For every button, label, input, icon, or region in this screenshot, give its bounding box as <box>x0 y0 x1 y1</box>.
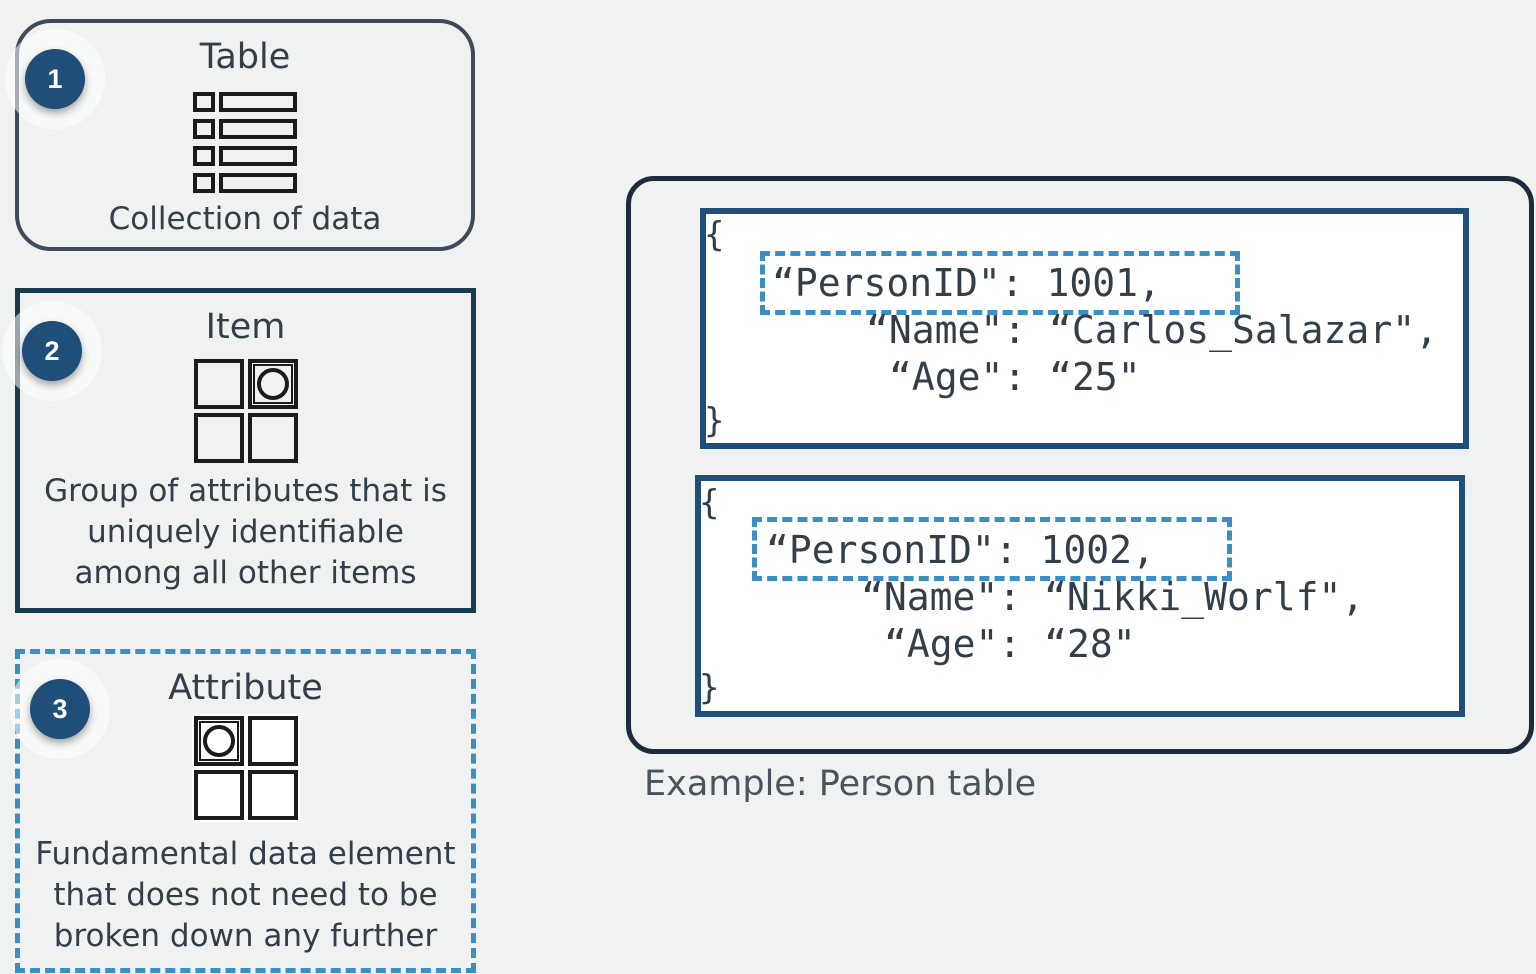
example-caption: Example: Person table <box>644 764 1037 804</box>
item-1-personid-line: “PersonID": 1001, <box>772 261 1161 305</box>
attribute-card-description: Fundamental data element that does not n… <box>35 836 456 954</box>
item-2-personid-line: “PersonID": 1002, <box>766 528 1155 572</box>
item-1-primary-key-highlight <box>760 251 1240 315</box>
item-1-age-line: “Age": “25" <box>889 355 1141 399</box>
table-card-title: Table <box>199 37 291 77</box>
person-table-frame <box>626 176 1534 754</box>
attribute-card-title: Attribute <box>168 668 323 708</box>
item-2-name-line: “Name": “Nikki_Worlf", <box>861 575 1365 619</box>
item-2-age-line: “Age": “28" <box>884 622 1136 666</box>
attribute-grid-icon <box>191 714 300 822</box>
item-2-primary-key-highlight <box>752 517 1232 581</box>
number-badge-2: 2 <box>22 321 82 381</box>
item-1-open-brace: { <box>704 215 725 255</box>
item-2-open-brace: { <box>699 483 720 523</box>
number-badge-3: 3 <box>30 679 90 739</box>
item-grid-icon <box>193 359 298 463</box>
item-concept-card: Item Group of attributes that is uniquel… <box>15 288 476 613</box>
attribute-concept-card: Attribute Fundamental data element that … <box>15 649 476 973</box>
person-item-2 <box>695 475 1465 717</box>
item-1-name-line: “Name": “Carlos_Salazar", <box>866 308 1438 352</box>
table-card-description: Collection of data <box>108 201 382 237</box>
item-card-description: Group of attributes that is uniquely ide… <box>44 473 447 591</box>
number-badge-1: 1 <box>25 49 85 109</box>
person-item-1 <box>700 208 1469 449</box>
table-icon <box>193 92 297 193</box>
item-card-title: Item <box>205 307 286 347</box>
item-2-close-brace: } <box>699 668 720 708</box>
table-concept-card: Table Collection of data <box>15 19 475 251</box>
item-1-close-brace: } <box>704 401 725 441</box>
